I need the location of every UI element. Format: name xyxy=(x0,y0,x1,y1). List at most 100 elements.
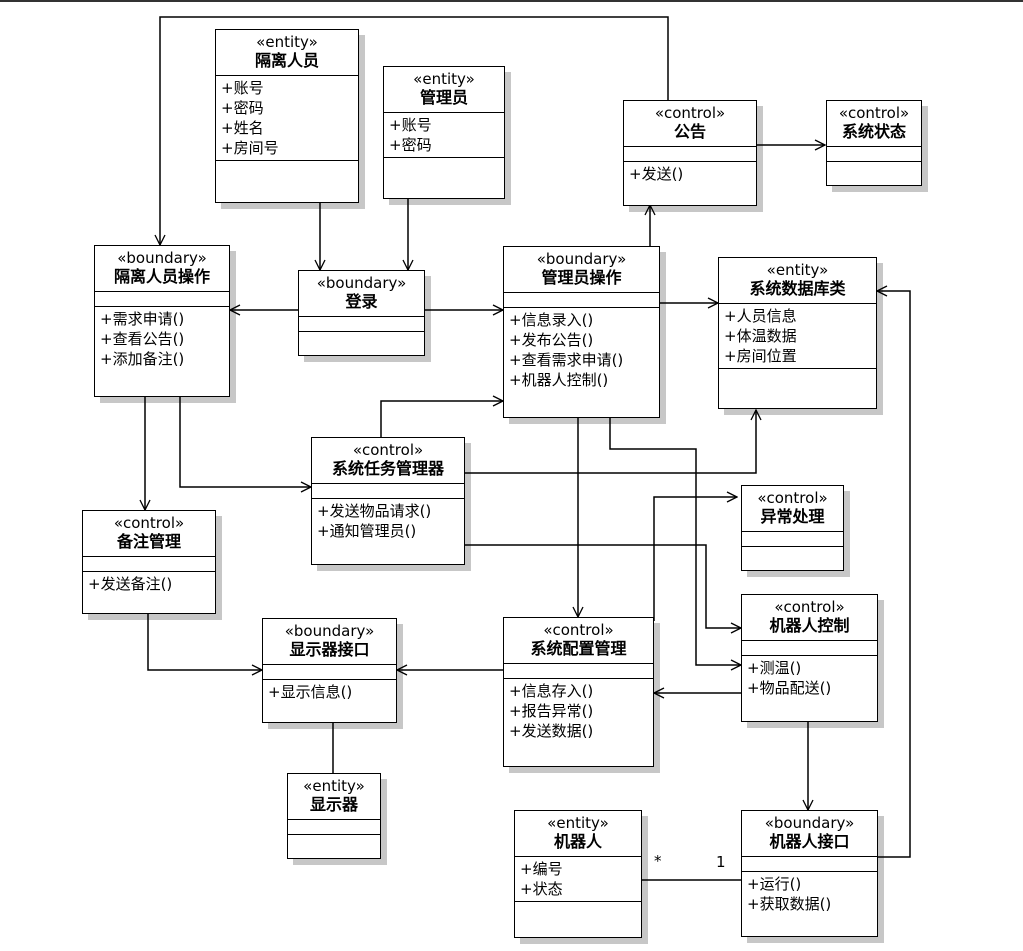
class-name: 管理员 xyxy=(419,88,468,107)
attribute: +密码 xyxy=(221,99,264,117)
class-config-mgmt[interactable]: «control»系统配置管理 +信息存入() +报告异常() +发送数据() xyxy=(503,617,654,767)
attributes-section xyxy=(83,557,215,572)
attribute: +房间位置 xyxy=(724,347,797,365)
attributes-section: +编号 +状态 xyxy=(515,857,641,902)
operations-section xyxy=(216,161,358,175)
attributes-section xyxy=(742,532,843,547)
stereotype: «control» xyxy=(113,514,185,532)
operation: +机器人控制() xyxy=(509,371,609,389)
operation: +发送物品请求() xyxy=(317,502,432,520)
stereotype: «entity» xyxy=(547,814,609,832)
attributes-section xyxy=(742,641,877,656)
stereotype: «control» xyxy=(838,104,910,122)
class-name: 机器人接口 xyxy=(769,832,850,851)
attribute: +体温数据 xyxy=(724,327,797,345)
operation: +获取数据() xyxy=(747,895,832,913)
class-database[interactable]: «entity»系统数据库类 +人员信息 +体温数据 +房间位置 xyxy=(718,257,877,409)
stereotype: «control» xyxy=(757,489,828,507)
operations-section xyxy=(299,332,424,346)
attributes-section xyxy=(742,857,877,872)
class-name: 显示器 xyxy=(309,795,358,814)
class-exception[interactable]: «control»异常处理 xyxy=(741,485,844,571)
class-name: 机器人控制 xyxy=(769,616,850,635)
class-display[interactable]: «entity»显示器 xyxy=(287,773,381,859)
operation: +需求申请() xyxy=(100,310,185,328)
attribute: +密码 xyxy=(389,136,432,154)
edge-admin-ops-to-robot-control xyxy=(609,418,741,665)
attributes-section xyxy=(312,484,464,499)
attributes-section: +人员信息 +体温数据 +房间位置 xyxy=(719,304,876,369)
operation: +信息存入() xyxy=(509,682,594,700)
operation: +查看需求申请() xyxy=(509,351,624,369)
edge-task-manager-to-robot-control xyxy=(465,544,741,628)
edge-note-mgmt-to-display-if xyxy=(147,614,262,670)
operations-section: +发送备注() xyxy=(83,572,215,596)
class-login[interactable]: «boundary»登录 xyxy=(298,270,425,356)
attribute: +姓名 xyxy=(221,119,264,137)
operation: +发送备注() xyxy=(88,575,173,593)
class-name: 系统配置管理 xyxy=(530,639,627,658)
operation: +通知管理员() xyxy=(317,522,417,540)
stereotype: «control» xyxy=(774,598,845,616)
class-system-status[interactable]: «control»系统状态 xyxy=(826,100,922,186)
class-name: 备注管理 xyxy=(116,532,181,551)
class-admin-ops[interactable]: «boundary»管理员操作 +信息录入() +发布公告() +查看需求申请(… xyxy=(503,246,660,418)
operations-section xyxy=(719,369,876,383)
operation: +发送数据() xyxy=(509,722,594,740)
class-admin[interactable]: «entity»管理员 +账号 +密码 xyxy=(383,66,505,199)
operations-section xyxy=(384,158,504,172)
class-name: 管理员操作 xyxy=(541,268,622,287)
operations-section: +运行() +获取数据() xyxy=(742,872,877,916)
class-note-mgmt[interactable]: «control»备注管理 +发送备注() xyxy=(82,510,216,614)
operation: +运行() xyxy=(747,875,802,893)
operation: +报告异常() xyxy=(509,702,594,720)
class-notice[interactable]: «control»公告 +发送() xyxy=(623,100,757,206)
operations-section: +需求申请() +查看公告() +添加备注() xyxy=(95,307,229,371)
multiplicity-robot-if-end: 1 xyxy=(716,853,726,871)
attributes-section: +账号 +密码 +姓名 +房间号 xyxy=(216,76,358,161)
attribute: +房间号 xyxy=(221,139,279,157)
attributes-section xyxy=(827,147,921,162)
attribute: +账号 xyxy=(389,116,432,134)
operations-section: +信息录入() +发布公告() +查看需求申请() +机器人控制() xyxy=(504,308,659,392)
operations-section xyxy=(515,902,641,916)
operations-section: +发送() xyxy=(624,162,756,186)
edge-robot-if-to-database xyxy=(877,291,911,858)
class-name: 机器人 xyxy=(553,832,602,851)
operations-section: +发送物品请求() +通知管理员() xyxy=(312,499,464,543)
stereotype: «boundary» xyxy=(764,814,855,832)
operation: +测温() xyxy=(747,659,802,677)
attributes-section xyxy=(624,147,756,162)
class-name: 系统数据库类 xyxy=(749,279,846,298)
class-quarantine-ops[interactable]: «boundary»隔离人员操作 +需求申请() +查看公告() +添加备注() xyxy=(94,245,230,397)
class-quarantine-person[interactable]: «entity»隔离人员 +账号 +密码 +姓名 +房间号 xyxy=(215,29,359,203)
class-task-manager[interactable]: «control»系统任务管理器 +发送物品请求() +通知管理员() xyxy=(311,437,465,565)
class-name: 隔离人员 xyxy=(254,51,319,70)
edge-task-manager-to-database xyxy=(465,410,756,474)
class-robot-control[interactable]: «control»机器人控制 +测温() +物品配送() xyxy=(741,594,878,722)
operation: +信息录入() xyxy=(509,311,594,329)
operations-section xyxy=(742,547,843,561)
attribute: +账号 xyxy=(221,79,264,97)
attribute: +编号 xyxy=(520,860,563,878)
attributes-section xyxy=(263,665,396,680)
attributes-section xyxy=(299,317,424,332)
operation: +查看公告() xyxy=(100,330,185,348)
operations-section: +测温() +物品配送() xyxy=(742,656,877,700)
stereotype: «entity» xyxy=(256,33,318,51)
multiplicity-robot-end: * xyxy=(654,852,662,870)
class-name: 登录 xyxy=(345,292,378,311)
class-robot-if[interactable]: «boundary»机器人接口 +运行() +获取数据() xyxy=(741,810,878,937)
class-name: 公告 xyxy=(673,122,706,141)
attributes-section xyxy=(288,820,380,835)
attribute: +人员信息 xyxy=(724,307,797,325)
class-name: 系统状态 xyxy=(841,122,906,141)
stereotype: «boundary» xyxy=(536,250,627,268)
operation: +发布公告() xyxy=(509,331,594,349)
class-display-if[interactable]: «boundary»显示器接口 +显示信息() xyxy=(262,618,397,723)
edge-quarantine-ops-to-task-manager xyxy=(179,397,311,487)
attributes-section: +账号 +密码 xyxy=(384,113,504,158)
stereotype: «entity» xyxy=(303,777,365,795)
stereotype: «boundary» xyxy=(284,622,375,640)
class-robot[interactable]: «entity»机器人 +编号 +状态 xyxy=(514,810,642,938)
